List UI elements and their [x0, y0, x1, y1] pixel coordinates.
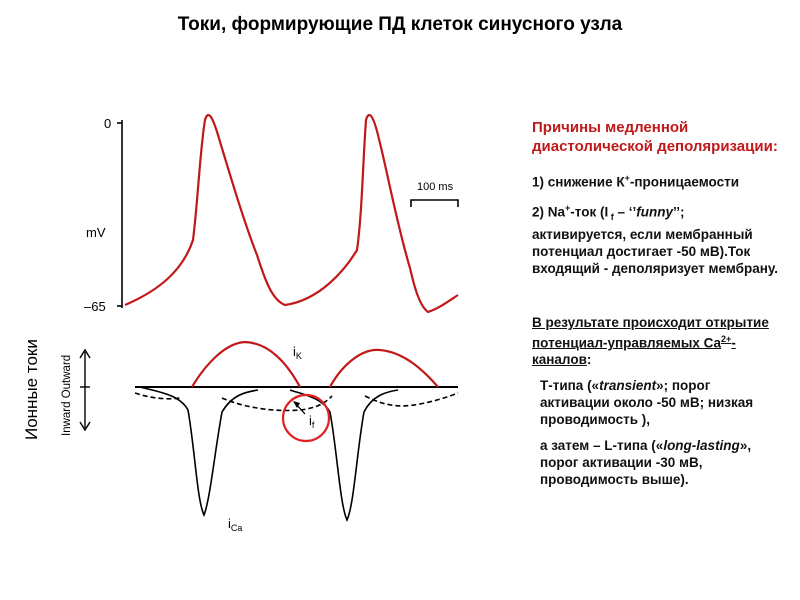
result-text: В результате происходит открытие потенци… [532, 314, 769, 368]
if-pointer-arrowhead [293, 401, 300, 408]
ica-trace [139, 386, 399, 522]
if-trace [134, 392, 459, 412]
cause-2: 2) Na+-ток (I f – ‘’funny’’; активируетс… [532, 202, 778, 276]
current-axis-arrow-down [79, 421, 91, 432]
current-axis-label: Inward Outward [61, 355, 73, 436]
ap-tick-label-top: 0 [104, 116, 111, 131]
if-label: if [309, 413, 315, 430]
action-potential-trace [124, 113, 459, 314]
scale-bar-label: 100 ms [417, 181, 454, 193]
ica-label: iCa [228, 516, 242, 533]
bullet-l-type: а затем – L-типа («long-lasting», порог … [540, 438, 752, 488]
page-title: Токи, формирующие ПД клеток синусного уз… [177, 14, 623, 35]
current-axis-arrow-up [79, 348, 91, 359]
side-label: Ионные токи [22, 339, 41, 440]
ap-tick-label-bottom: –65 [84, 299, 106, 314]
explanation-panel: Причины медленной диастолической деполяр… [532, 118, 782, 497]
cause-1: 1) снижение К+-проницаемости [532, 173, 740, 190]
ik-label: iK [293, 344, 302, 361]
bullet-t-type: Т-типа («transient»; порог активации око… [540, 378, 754, 428]
causes-heading: Причины медленной диастолической деполяр… [532, 119, 778, 155]
ap-unit-label: mV [86, 225, 106, 240]
if-highlight-circle [281, 393, 331, 443]
ik-trace [191, 340, 439, 388]
scale-bar [410, 199, 459, 207]
